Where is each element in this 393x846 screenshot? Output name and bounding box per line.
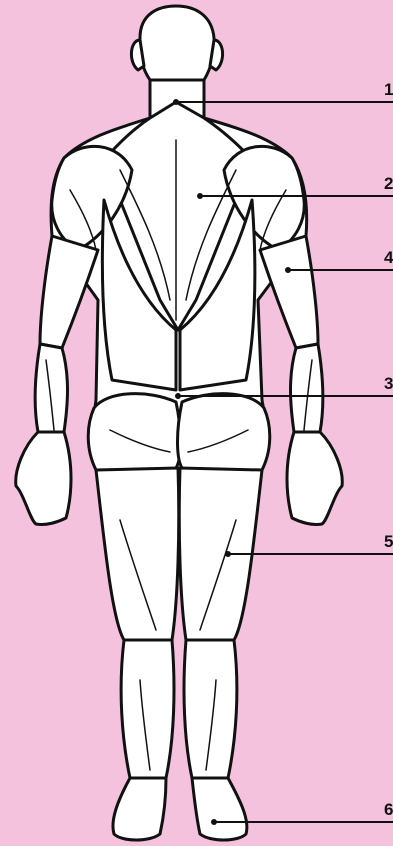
callout-number-2: 2 bbox=[384, 174, 393, 193]
callout-number-1: 1 bbox=[384, 80, 393, 99]
callout-number-4: 4 bbox=[384, 248, 393, 267]
leader-dot-6 bbox=[211, 819, 217, 825]
right-forearm bbox=[291, 344, 323, 432]
right-ear bbox=[210, 40, 223, 70]
callout-number-5: 5 bbox=[384, 532, 393, 551]
right-calf bbox=[184, 640, 237, 778]
leader-dot-5 bbox=[225, 551, 231, 557]
left-forearm bbox=[35, 344, 67, 432]
leader-dot-3 bbox=[175, 393, 181, 399]
leader-dot-2 bbox=[197, 193, 203, 199]
left-ear bbox=[131, 40, 144, 70]
callout-number-3: 3 bbox=[384, 374, 393, 393]
callout-number-6: 6 bbox=[384, 800, 393, 819]
leader-dot-4 bbox=[285, 267, 291, 273]
leader-dot-1 bbox=[173, 99, 179, 105]
left-calf bbox=[121, 640, 174, 778]
